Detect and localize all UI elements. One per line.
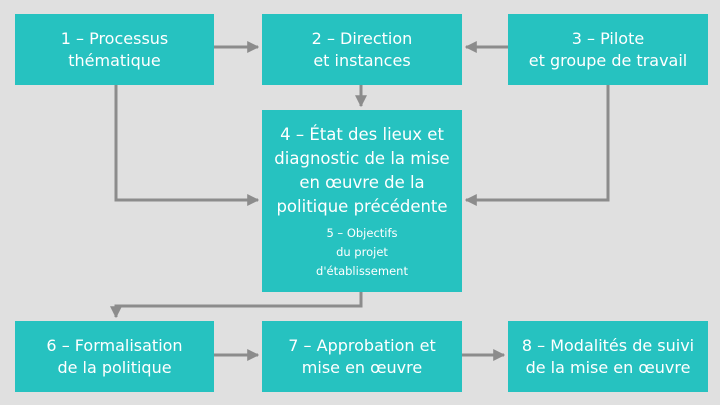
step-5-line-2: du projet: [336, 244, 388, 259]
step-3-line-1: 3 – Pilote: [571, 28, 645, 48]
step-7-line-2: mise en œuvre: [301, 357, 423, 377]
step-2-direction-et-instances: 2 – Direction et instances: [262, 14, 462, 85]
step-6-line-1: 6 – Formalisation: [46, 335, 183, 355]
step-3-pilote-et-groupe: 3 – Pilote et groupe de travail: [508, 14, 708, 85]
step-6-formalisation: 6 – Formalisation de la politique: [15, 321, 214, 392]
step-5-objectifs: 5 – Objectifs du projet d'établissement: [316, 223, 408, 280]
step-4-line-1: 4 – État des lieux et: [280, 124, 444, 144]
step-1-line-2: thématique: [68, 50, 161, 70]
step-1-line-1: 1 – Processus: [60, 28, 169, 48]
step-4-line-4: politique précédente: [276, 196, 448, 216]
step-2-line-2: et instances: [313, 50, 411, 70]
step-8-line-1: 8 – Modalités de suivi: [521, 335, 695, 355]
arrow-3-to-4: [464, 85, 610, 206]
step-8-modalites-de-suivi: 8 – Modalités de suivi de la mise en œuv…: [508, 321, 708, 392]
step-4-etat-des-lieux: 4 – État des lieux et diagnostic de la m…: [262, 110, 462, 292]
step-4-line-2: diagnostic de la mise: [274, 148, 450, 168]
arrow-4-to-6: [110, 292, 363, 319]
step-7-line-1: 7 – Approbation et: [288, 335, 436, 355]
step-3-line-2: et groupe de travail: [528, 50, 688, 70]
step-2-line-1: 2 – Direction: [311, 28, 413, 48]
step-5-line-1: 5 – Objectifs: [326, 225, 398, 240]
step-4-line-3: en œuvre de la: [299, 172, 425, 192]
step-5-line-3: d'établissement: [316, 263, 408, 278]
step-8-line-2: de la mise en œuvre: [525, 357, 691, 377]
step-6-line-2: de la politique: [57, 357, 172, 377]
step-7-approbation: 7 – Approbation et mise en œuvre: [262, 321, 462, 392]
step-1-processus-thematique: 1 – Processus thématique: [15, 14, 214, 85]
arrow-1-to-4: [114, 85, 260, 206]
